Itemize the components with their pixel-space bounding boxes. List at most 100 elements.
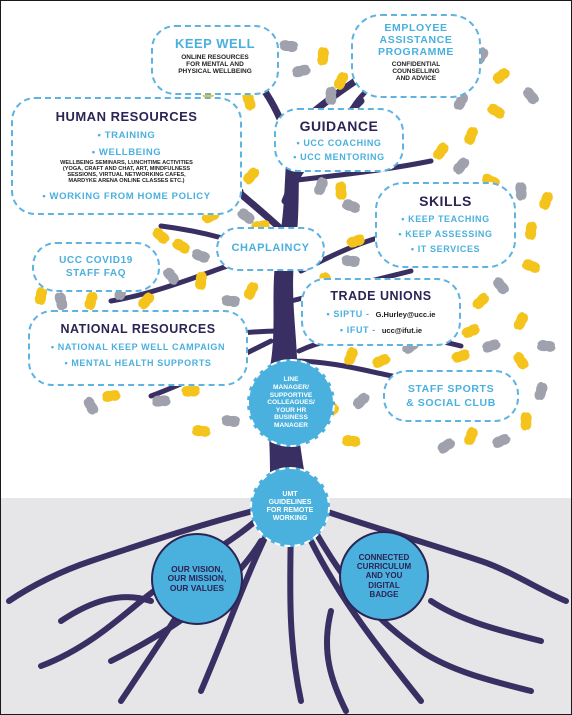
oak-leaf bbox=[342, 435, 361, 447]
guidance-title: GUIDANCE bbox=[299, 118, 379, 134]
covid-faq-line: UCC COVID19 bbox=[59, 255, 133, 266]
tree-root bbox=[298, 503, 534, 694]
national-resources-title: NATIONAL RESOURCES bbox=[60, 322, 216, 336]
leaf-lobe bbox=[198, 255, 209, 263]
oak-leaf bbox=[102, 390, 121, 402]
leaf-lobe bbox=[520, 313, 529, 324]
leaf-lobe bbox=[470, 428, 478, 439]
oak-leaf bbox=[292, 64, 311, 78]
leaf-lobe bbox=[138, 297, 146, 308]
national-resources-item: • MENTAL HEALTH SUPPORTS bbox=[64, 358, 212, 368]
leaf-lobe bbox=[34, 294, 42, 305]
leaf-lobe bbox=[349, 259, 360, 267]
leaf-lobe bbox=[173, 238, 184, 246]
oak-leaf bbox=[472, 292, 490, 310]
oak-leaf bbox=[221, 295, 240, 307]
oak-leaf bbox=[453, 92, 469, 110]
leaf-lobe bbox=[165, 267, 175, 276]
hr-wellbeing-detail: WELLBEING SEMINARS, LUNCHTIME ACTIVITIES bbox=[60, 160, 193, 166]
tree-root bbox=[293, 498, 569, 604]
leaf-lobe bbox=[102, 390, 112, 399]
leaf-lobe bbox=[301, 67, 311, 76]
umt-guidelines-text: UMT GUIDELINES FOR REMOTE WORKING bbox=[266, 490, 314, 523]
leaf-lobe bbox=[470, 127, 478, 138]
oak-leaf bbox=[342, 199, 360, 213]
staff-sports-line: STAFF SPORTS bbox=[407, 383, 495, 395]
leaf-lobe bbox=[461, 158, 470, 169]
employee-assistance-box: EMPLOYEE ASSISTANCE PROGRAMME CONFIDENTI… bbox=[351, 14, 481, 98]
leaf-lobe bbox=[341, 72, 349, 83]
leaf-lobe bbox=[355, 237, 365, 246]
leaf-lobe bbox=[540, 383, 548, 393]
line-manager-text: LINE MANAGER/ SUPPORTIVE COLLEAGUES/ YOU… bbox=[267, 376, 315, 429]
ifut-label: • IFUT - bbox=[339, 325, 376, 335]
leaf-lobe bbox=[453, 99, 461, 110]
trade-unions-box: TRADE UNIONS • SIPTU - G.Hurley@ucc.ie •… bbox=[301, 278, 461, 346]
oak-leaf bbox=[237, 208, 255, 224]
leaf-lobe bbox=[519, 182, 527, 193]
leaf-lobe bbox=[317, 55, 325, 66]
hr-wellbeing-detail: (YOGA, CRAFT AND CHAT, ART, MINDFULNESS bbox=[62, 166, 191, 172]
skills-box: SKILLS • KEEP TEACHING • KEEP ASSESSING … bbox=[375, 182, 516, 268]
leaf-lobe bbox=[342, 435, 353, 443]
leaf-lobe bbox=[501, 69, 510, 80]
oak-leaf bbox=[195, 271, 207, 290]
oak-leaf bbox=[221, 415, 240, 427]
leaf-lobe bbox=[111, 393, 121, 401]
oak-leaf bbox=[84, 292, 98, 310]
leaf-lobe bbox=[350, 348, 358, 359]
oak-leaf bbox=[172, 238, 190, 254]
leaf-lobe bbox=[464, 434, 472, 445]
leaf-lobe bbox=[472, 298, 481, 308]
leaf-lobe bbox=[482, 173, 493, 181]
leaf-lobe bbox=[181, 385, 192, 394]
oak-leaf bbox=[352, 392, 370, 410]
oak-leaf bbox=[539, 192, 553, 210]
leaf-lobe bbox=[279, 40, 290, 48]
eap-title-line: EMPLOYEE bbox=[384, 22, 448, 34]
oak-leaf bbox=[152, 227, 170, 244]
siptu-email: G.Hurley@ucc.ie bbox=[375, 310, 436, 319]
leaf-lobe bbox=[524, 412, 532, 423]
leaf-lobe bbox=[199, 271, 207, 282]
oak-leaf bbox=[317, 47, 329, 66]
leaf-lobe bbox=[243, 288, 252, 299]
oak-leaf bbox=[451, 349, 470, 363]
oak-leaf bbox=[163, 267, 179, 285]
tree-branch bbox=[286, 158, 434, 184]
keep-well-line: FOR MENTAL AND bbox=[186, 61, 244, 68]
leaf-lobe bbox=[460, 352, 470, 361]
leaf-lobe bbox=[492, 72, 501, 82]
eap-line: AND ADVICE bbox=[395, 75, 437, 82]
oak-leaf bbox=[433, 142, 449, 160]
leaf-lobe bbox=[343, 199, 354, 207]
leaf-lobe bbox=[325, 94, 333, 105]
leaf-lobe bbox=[251, 221, 261, 229]
leaf-lobe bbox=[229, 299, 240, 307]
leaf-lobe bbox=[497, 286, 507, 295]
oak-leaf bbox=[152, 395, 171, 407]
leaf-lobe bbox=[86, 405, 96, 415]
guidance-item: • UCC COACHING bbox=[296, 138, 382, 148]
leaf-lobe bbox=[350, 439, 361, 447]
vision-mission-text: OUR VISION, OUR MISSION, OUR VALUES bbox=[167, 563, 227, 593]
hr-wellbeing: • WELLBEING bbox=[91, 147, 162, 158]
hr-wellbeing-detail: MARDYKE ARENA ONLINE CLASSES ETC.) bbox=[68, 178, 185, 184]
leaf-lobe bbox=[153, 227, 164, 236]
leaf-lobe bbox=[320, 178, 328, 189]
leaf-lobe bbox=[157, 236, 168, 244]
leaf-lobe bbox=[346, 236, 356, 245]
leaf-lobe bbox=[488, 103, 499, 111]
leaf-lobe bbox=[335, 189, 343, 200]
leaf-lobe bbox=[221, 295, 232, 303]
leaf-lobe bbox=[114, 290, 122, 300]
leaf-lobe bbox=[494, 277, 505, 286]
leaf-lobe bbox=[229, 419, 240, 427]
chaplaincy-title: CHAPLAINCY bbox=[231, 242, 310, 254]
leaf-lobe bbox=[85, 396, 95, 406]
oak-leaf bbox=[492, 434, 511, 448]
oak-leaf bbox=[513, 312, 529, 330]
oak-leaf bbox=[464, 127, 478, 145]
ifut-row: • IFUT - ucc@ifut.ie bbox=[303, 325, 459, 335]
leaf-lobe bbox=[251, 168, 260, 179]
